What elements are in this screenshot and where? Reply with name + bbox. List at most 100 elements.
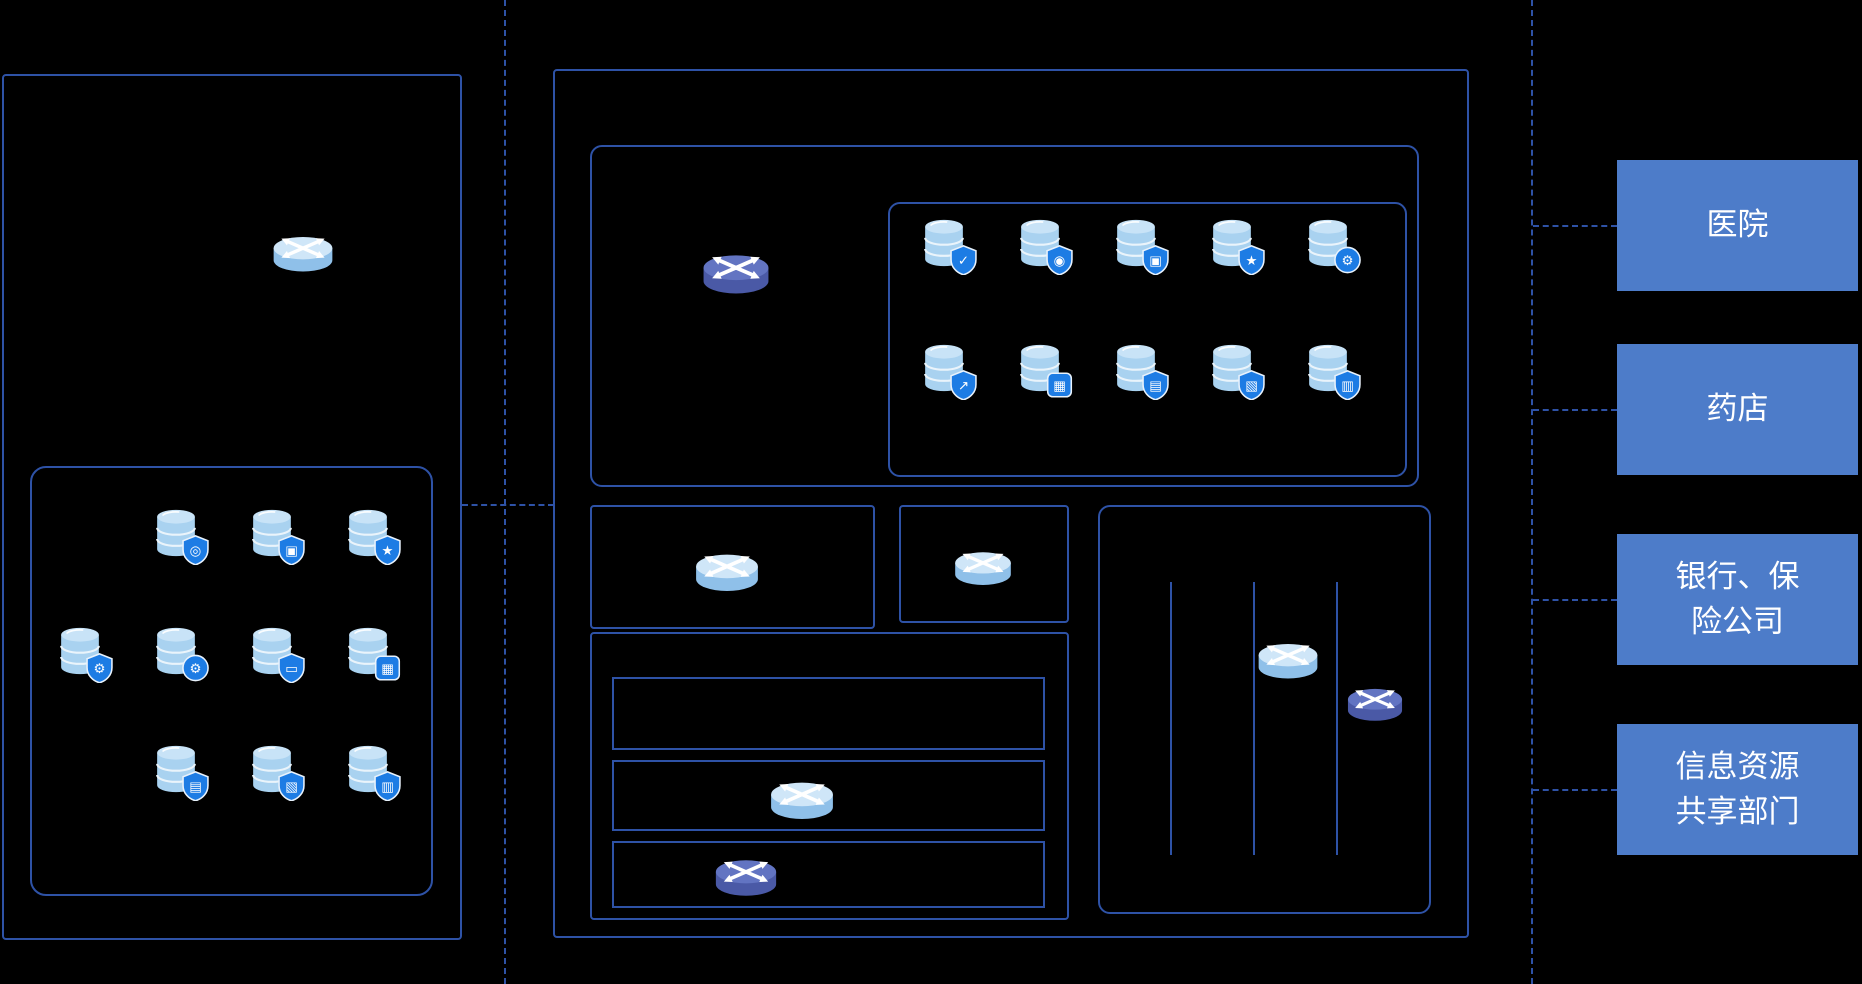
shield-check-icon: ✓ <box>950 245 977 275</box>
network-switch-icon <box>762 769 842 827</box>
shield-gear-icon: ⚙ <box>86 653 113 683</box>
database-icon: ↗ <box>920 340 977 400</box>
gateway-line <box>1253 582 1255 855</box>
database-cell: ★ <box>320 474 416 592</box>
database-icon: ▧ <box>248 741 305 801</box>
database-cell: ▤ <box>128 710 224 828</box>
database-icon: ★ <box>344 505 401 565</box>
connector-dashed <box>1533 789 1617 791</box>
svg-text:★: ★ <box>382 543 394 558</box>
table-icon: ▦ <box>1046 372 1073 398</box>
database-icon: ▧ <box>1208 340 1265 400</box>
connector-dashed <box>1533 225 1617 227</box>
database-cell: ▤ <box>1088 318 1184 418</box>
database-grid-center: ✓ ◉ ▣ ★ ⚙ ↗ ▦ <box>896 193 1376 418</box>
shield-cube-icon: ▧ <box>1238 370 1265 400</box>
svg-text:▥: ▥ <box>381 779 394 794</box>
database-icon: ▣ <box>1112 215 1169 275</box>
database-cell: ▭ <box>224 592 320 710</box>
svg-text:▣: ▣ <box>285 543 298 558</box>
shield-clipboard-icon: ▥ <box>1334 370 1361 400</box>
external-entity-label-info-sharing: 信息资源共享部门 <box>1617 724 1858 855</box>
table-icon: ▦ <box>374 655 401 681</box>
center-database-group-box <box>888 202 1407 477</box>
database-cell: ▦ <box>320 592 416 710</box>
shield-search-icon: ◎ <box>182 535 209 565</box>
label-text: 信息资源共享部门 <box>1675 749 1800 829</box>
database-icon: ▤ <box>1112 340 1169 400</box>
network-switch-icon <box>947 540 1019 592</box>
database-cell: ▧ <box>1184 318 1280 418</box>
database-cell: ▥ <box>1280 318 1376 418</box>
svg-text:⚙: ⚙ <box>94 661 106 676</box>
svg-text:◉: ◉ <box>1054 253 1066 268</box>
database-cell: ▣ <box>224 474 320 592</box>
shield-image-icon: ▣ <box>1142 245 1169 275</box>
center-bottom-box <box>590 632 1069 920</box>
network-switch-icon <box>687 541 767 599</box>
svg-text:★: ★ <box>1246 253 1258 268</box>
svg-text:◎: ◎ <box>190 543 202 558</box>
router-icon <box>1340 677 1410 728</box>
external-entity-label-pharmacy: 药店 <box>1617 344 1858 475</box>
database-icon: ▣ <box>248 505 305 565</box>
svg-text:▧: ▧ <box>285 779 298 794</box>
shield-image-icon: ▣ <box>278 535 305 565</box>
center-top-box <box>590 145 1419 487</box>
database-cell: ⚙ <box>32 592 128 710</box>
svg-text:▣: ▣ <box>1149 253 1162 268</box>
database-cell: ▧ <box>224 710 320 828</box>
svg-text:▤: ▤ <box>189 779 202 794</box>
database-icon: ▭ <box>248 623 305 683</box>
switch-box-b <box>899 505 1069 623</box>
svg-text:▭: ▭ <box>285 661 298 676</box>
label-text: 银行、保险公司 <box>1675 559 1800 639</box>
database-cell: ▥ <box>320 710 416 828</box>
database-icon: ◎ <box>152 505 209 565</box>
database-cell: ⚙ <box>128 592 224 710</box>
shield-clipboard-icon: ▥ <box>374 771 401 801</box>
shield-document-icon: ▤ <box>1142 370 1169 400</box>
gateway-line <box>1170 582 1172 855</box>
svg-text:▤: ▤ <box>1149 378 1162 393</box>
connector-dashed <box>1533 409 1617 411</box>
server-bar <box>612 841 1045 908</box>
svg-text:▦: ▦ <box>1053 378 1066 393</box>
external-entity-label-bank-insurance: 银行、保险公司 <box>1617 534 1858 665</box>
database-icon: ▦ <box>1016 340 1073 398</box>
partition-dashed-line-right <box>1531 0 1533 984</box>
shield-star-icon: ★ <box>1238 245 1265 275</box>
server-bar <box>612 760 1045 831</box>
database-icon: ▥ <box>1304 340 1361 400</box>
database-icon: ★ <box>1208 215 1265 275</box>
database-cell: ▦ <box>992 318 1088 418</box>
svg-text:⚙: ⚙ <box>1342 253 1354 268</box>
svg-text:✓: ✓ <box>958 253 969 268</box>
external-entity-label-hospital: 医院 <box>1617 160 1858 291</box>
network-switch-icon <box>265 224 341 279</box>
shield-monitor-icon: ▭ <box>278 653 305 683</box>
database-grid-left: ◎ ▣ ★ ⚙ ⚙ ▭ ▦ <box>32 474 416 828</box>
server-bar <box>612 677 1045 750</box>
empty-cell <box>32 710 128 828</box>
database-icon: ⚙ <box>152 623 209 682</box>
svg-text:▧: ▧ <box>1245 378 1258 393</box>
shield-document-icon: ▤ <box>182 771 209 801</box>
shield-target-icon: ◉ <box>1046 245 1073 275</box>
empty-cell <box>32 474 128 592</box>
gear-icon: ⚙ <box>182 654 209 682</box>
gear-icon: ⚙ <box>1334 246 1361 274</box>
router-icon <box>694 241 778 302</box>
database-icon: ⚙ <box>1304 215 1361 274</box>
router-icon <box>707 847 785 904</box>
right-gateway-box <box>1098 505 1431 914</box>
svg-text:▦: ▦ <box>381 661 394 676</box>
database-cell: ↗ <box>896 318 992 418</box>
database-icon: ⚙ <box>56 623 113 683</box>
database-cell: ⚙ <box>1280 193 1376 293</box>
database-cell: ▣ <box>1088 193 1184 293</box>
shield-chart-icon: ↗ <box>950 370 977 400</box>
partition-dashed-line-left <box>504 0 506 984</box>
database-cell: ◉ <box>992 193 1088 293</box>
